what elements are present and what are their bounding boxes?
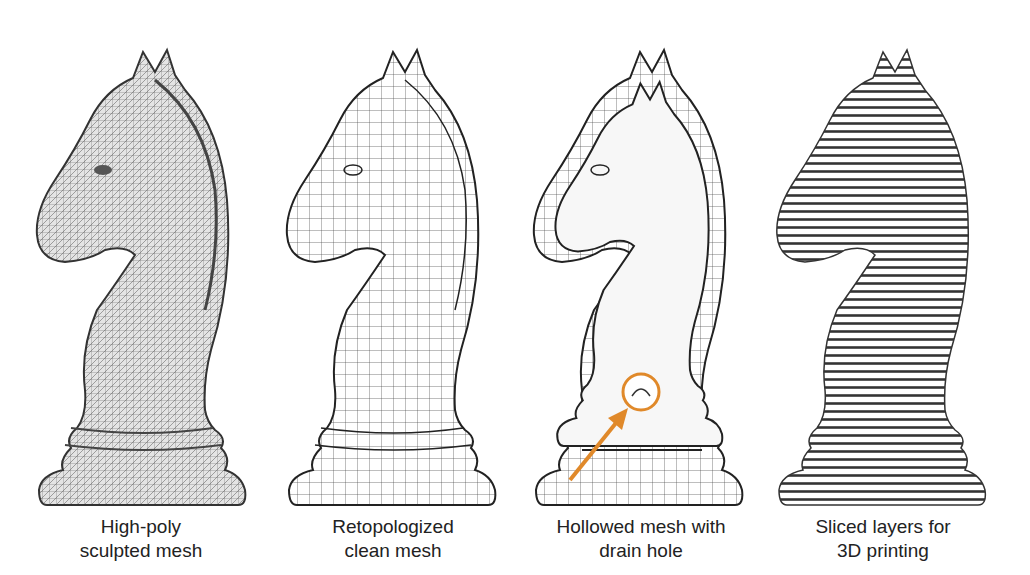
sliced-knight <box>770 45 1000 515</box>
drain-hole <box>632 389 650 396</box>
pointer-arrowhead <box>608 408 628 430</box>
caption-label: High-poly sculpted mesh <box>66 515 216 563</box>
caption-label: Sliced layers for 3D printing <box>811 515 956 563</box>
caption-label: Retopologized clean mesh <box>308 515 478 563</box>
high-poly-knight <box>30 45 260 515</box>
caption-label: Hollowed mesh with drain hole <box>556 515 726 563</box>
retopo-knight <box>280 45 510 515</box>
drain-hole-highlight <box>623 374 659 410</box>
pointer-arrow <box>570 418 620 480</box>
hollowed-knight <box>527 45 757 515</box>
